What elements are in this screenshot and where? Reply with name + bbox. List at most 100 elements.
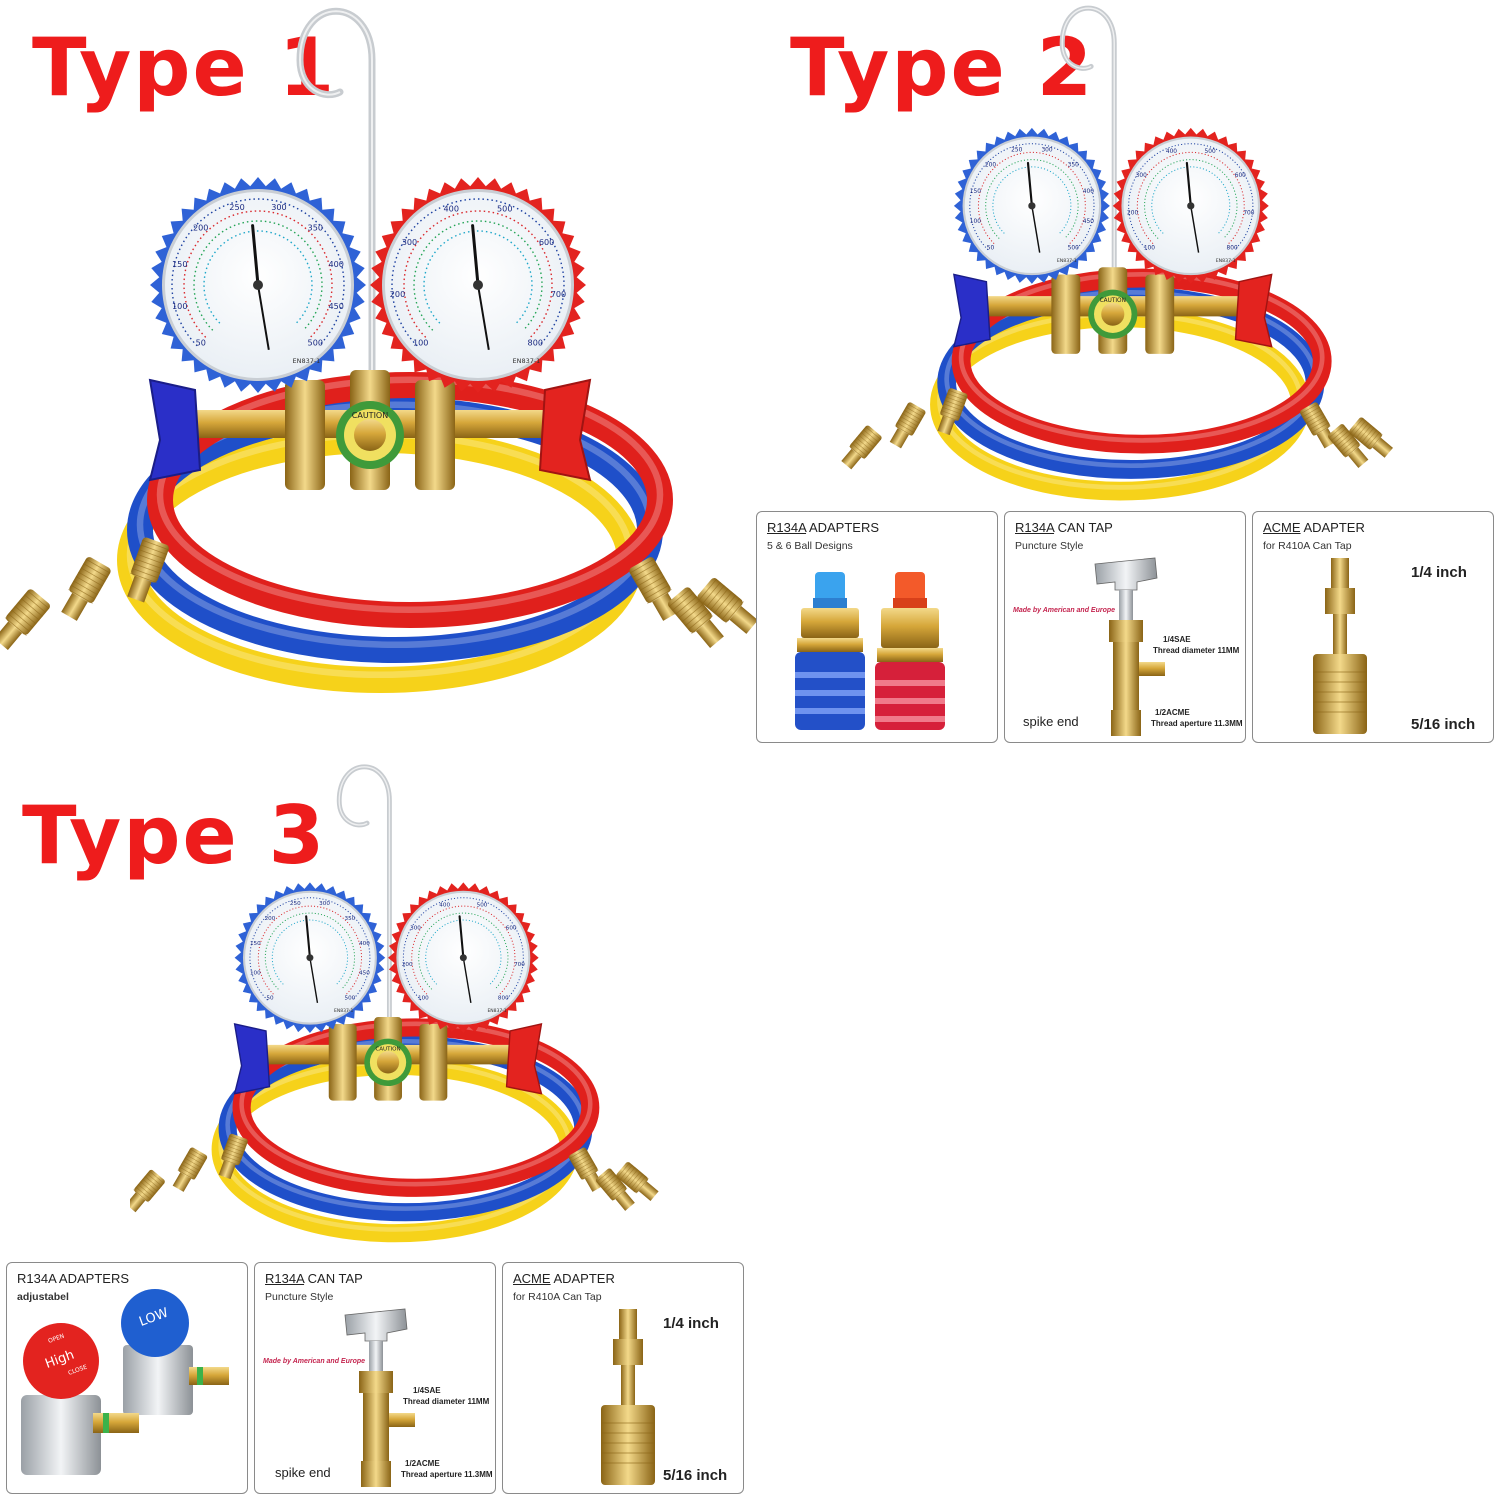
- gauge-tick-label: 350: [308, 223, 323, 233]
- hose-end-fitting: [0, 589, 50, 650]
- card-title: R134A CAN TAP: [265, 1271, 363, 1286]
- type-1-label: Type 1: [32, 21, 337, 114]
- card-r134a-adapters-ball: R134A ADAPTERS 5 & 6 Ball Designs: [756, 511, 998, 743]
- gauge-tick-label: 600: [539, 237, 554, 247]
- gauge-tick-label: 50: [266, 996, 274, 1002]
- card-r134a-adapters-adjustable: LOW High OPEN CLOSE R134A ADAPTERS adjus…: [6, 1262, 248, 1494]
- gauge-tick-label: 250: [229, 202, 244, 212]
- gauge-tick-label: 500: [497, 204, 512, 214]
- gauge-tick-label: 100: [250, 970, 261, 976]
- gauge-standard-label: EN837-1: [1216, 258, 1236, 264]
- adjustable-couplers-image: LOW High OPEN CLOSE: [21, 1289, 229, 1475]
- card-subtitle: for R410A Can Tap: [1263, 540, 1352, 552]
- gauge-tick-label: 450: [1083, 219, 1094, 225]
- gauge-tick-label: 500: [308, 337, 323, 347]
- can-tap-valve-image: [344, 1308, 415, 1487]
- hose-end-fitting: [697, 578, 758, 634]
- gauge-tick-label: 500: [344, 996, 355, 1002]
- gauge-tick-label: 200: [985, 163, 996, 169]
- gauge-tick-label: 400: [1166, 149, 1177, 155]
- hose-end-fitting: [616, 1162, 659, 1202]
- low-side-valve-knob: [952, 273, 991, 348]
- gauge-tick-label: 400: [439, 902, 450, 908]
- gauge-tick-label: 400: [359, 941, 370, 947]
- gauge-tick-label: 150: [250, 941, 261, 947]
- hose-end-fitting: [172, 1147, 208, 1192]
- gauge-tick-label: 350: [1068, 163, 1079, 169]
- gauge-tick-label: 150: [172, 259, 187, 269]
- gauge-tick-label: 200: [193, 223, 208, 233]
- gauge-tick-label: 50: [987, 245, 995, 251]
- gauge-tick-label: 700: [551, 289, 566, 299]
- card-acme-adapter: ACME ADAPTER for R410A Can Tap 1/4 inch …: [1252, 511, 1494, 743]
- high-side-valve-knob: [505, 1023, 543, 1095]
- card-acme-adapter-type-3: ACME ADAPTER for R410A Can Tap 1/4 inch …: [502, 1262, 744, 1494]
- type-2-label: Type 2: [790, 21, 1095, 114]
- card-title: R134A ADAPTERS: [767, 520, 880, 535]
- caution-label: CAUTION: [375, 1046, 400, 1052]
- gauge-tick-label: 700: [514, 962, 525, 968]
- hose-end-fitting: [889, 402, 926, 449]
- gauge-tick-label: 300: [1136, 173, 1147, 179]
- gauge-standard-label: EN837-1: [513, 357, 541, 365]
- sae-line-2: Thread diameter 11MM: [1153, 646, 1240, 655]
- caution-label: CAUTION: [352, 411, 388, 420]
- card-subtitle: Puncture Style: [1015, 540, 1084, 552]
- gauge-tick-label: 800: [528, 337, 543, 347]
- gauge-tick-label: 600: [506, 926, 517, 932]
- hose-end-fitting: [629, 557, 679, 621]
- size-bottom-label: 5/16 inch: [663, 1467, 728, 1484]
- gauge-needle: [305, 915, 311, 959]
- high-side-valve-knob: [538, 378, 592, 482]
- gauge-tick-label: 250: [1011, 147, 1022, 153]
- gauge-tick-label: 50: [196, 337, 206, 347]
- sae-line-1: 1/4SAE: [1163, 635, 1191, 644]
- gauge-needle: [251, 224, 260, 287]
- card-subtitle: 5 & 6 Ball Designs: [767, 540, 853, 552]
- gauge-tick-label: 500: [1205, 149, 1216, 155]
- hose-end-fitting: [1300, 402, 1336, 449]
- gauge-standard-label: EN837-1: [334, 1008, 353, 1014]
- gauge-tick-label: 500: [477, 902, 488, 908]
- sae-line-1: 1/4SAE: [413, 1386, 441, 1395]
- gauge-needle: [1185, 161, 1192, 207]
- gauge-needle: [471, 224, 480, 287]
- card-title: ACME ADAPTER: [513, 1271, 615, 1286]
- gauge-tick-label: 400: [1083, 189, 1094, 195]
- gauge-tick-label: 300: [402, 237, 417, 247]
- gauge-tick-label: 350: [344, 916, 355, 922]
- spike-end-label: spike end: [1023, 714, 1079, 729]
- gauge-tick-label: 300: [410, 926, 421, 932]
- gauge-tick-label: 200: [1127, 211, 1138, 217]
- spike-end-label: spike end: [275, 1465, 331, 1480]
- hose-end-fitting: [1349, 417, 1393, 458]
- gauge-needle: [458, 915, 465, 959]
- gauge-tick-label: 600: [1235, 173, 1246, 179]
- gauge-tick-label: 400: [444, 204, 459, 214]
- gauge-tick-label: 100: [1144, 245, 1155, 251]
- card-title: R134A ADAPTERS: [17, 1271, 129, 1286]
- made-by-note: Made by American and Europe: [263, 1358, 366, 1365]
- card-title: R134A CAN TAP: [1015, 520, 1113, 535]
- acme-adapter-image: [601, 1309, 655, 1485]
- gauge-tick-label: 700: [1243, 211, 1254, 217]
- acme-line-1: 1/2ACME: [405, 1459, 440, 1468]
- card-r134a-can-tap: R134A CAN TAP Puncture Style Made by Ame…: [1004, 511, 1246, 743]
- hose-end-fitting: [668, 587, 724, 648]
- hose-end-fitting: [841, 425, 882, 470]
- card-subtitle: Puncture Style: [265, 1291, 334, 1303]
- gauge-tick-label: 100: [970, 219, 981, 225]
- gauge-tick-label: 250: [290, 901, 301, 907]
- gauge-tick-label: 450: [359, 970, 370, 976]
- gauge-standard-label: EN837-1: [1057, 258, 1077, 264]
- gauge-tick-label: 800: [1227, 245, 1238, 251]
- gauge-standard-label: EN837-1: [487, 1008, 506, 1014]
- gauge-tick-label: 400: [329, 259, 344, 269]
- gauge-tick-label: 200: [390, 289, 405, 299]
- gauge-tick-label: 300: [271, 202, 286, 212]
